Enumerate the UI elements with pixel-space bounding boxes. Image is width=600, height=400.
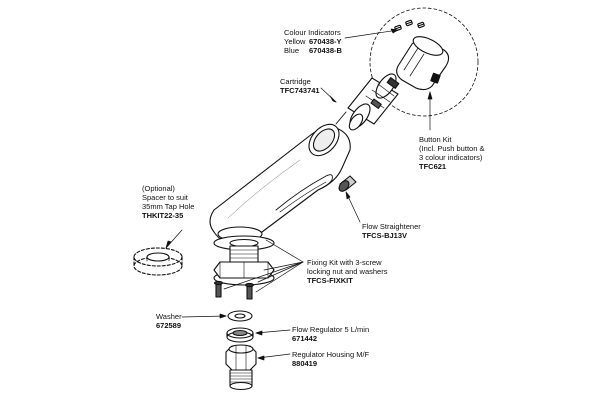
cartridge-title: Cartridge [280, 77, 311, 86]
washer-label: Washer 672589 [156, 312, 182, 330]
spacer-code: THKIT22-35 [142, 211, 184, 220]
spacer-part [133, 247, 183, 276]
flow-regulator-title: Flow Regulator 5 L/min [292, 325, 370, 334]
washer-code: 672589 [156, 321, 182, 330]
colour-indicators-title: Colour Indicators [284, 28, 341, 37]
flow-straightener-label: Flow Straightener TFCS-BJ13V [362, 222, 421, 240]
spacer-label: (Optional) Spacer to suit 35mm Tap Hole … [142, 184, 194, 220]
flow-regulator-part [226, 327, 254, 343]
blue-name: Blue [284, 46, 300, 55]
fixing-kit-line1: Fixing Kit with 3-screw [307, 258, 382, 267]
tap-body-part [209, 123, 351, 245]
cartridge-code: TFC743741 [280, 86, 320, 95]
flow-straightener-title: Flow Straightener [362, 222, 421, 231]
button-kit-code: TFC621 [419, 162, 447, 171]
fixing-kit-part [213, 235, 275, 286]
washer-part [227, 310, 253, 322]
button-kit-line1: Button Kit [419, 135, 452, 144]
button-kit-line2: (Incl. Push button & [419, 144, 485, 153]
fixing-kit-label: Fixing Kit with 3-screw locking nut and … [307, 258, 387, 285]
washer-title: Washer [156, 312, 182, 321]
blue-code: 670438-B [309, 46, 342, 55]
regulator-housing-part [225, 344, 257, 391]
regulator-housing-title: Regulator Housing M/F [292, 350, 370, 359]
regulator-housing-label: Regulator Housing M/F 880419 [292, 350, 369, 368]
button-kit-label: Button Kit (Incl. Push button & 3 colour… [419, 135, 484, 171]
yellow-code: 670438-Y [309, 37, 342, 46]
button-kit-line3: 3 colour indicators) [419, 153, 483, 162]
fixing-screws-part [213, 280, 255, 300]
flow-straightener-part [338, 175, 357, 192]
flow-straightener-code: TFCS-BJ13V [362, 231, 408, 240]
cartridge-part [335, 73, 400, 131]
fixing-kit-line2: locking nut and washers [307, 267, 388, 276]
spacer-line3: 35mm Tap Hole [142, 202, 195, 211]
leader-lines [165, 28, 433, 361]
cartridge-label: Cartridge TFC743741 [280, 77, 320, 95]
regulator-housing-code: 880419 [292, 359, 318, 368]
spacer-line2: Spacer to suit [142, 193, 188, 202]
flow-regulator-label: Flow Regulator 5 L/min 671442 [292, 325, 369, 343]
spacer-line1: (Optional) [142, 184, 175, 193]
colour-indicator-blue-row: Blue 670438-B [284, 46, 342, 55]
colour-indicators-part [394, 19, 425, 32]
fixing-kit-code: TFCS-FIXKIT [307, 276, 353, 285]
push-button-part [396, 36, 450, 91]
detail-circle [369, 7, 479, 117]
flow-regulator-code: 671442 [292, 334, 318, 343]
yellow-name: Yellow [284, 37, 306, 46]
